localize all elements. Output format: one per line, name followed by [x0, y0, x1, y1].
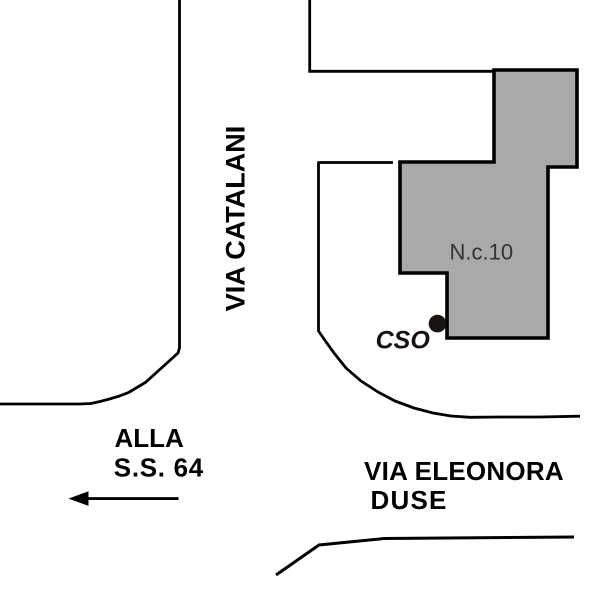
svg-text:ALLA: ALLA — [115, 423, 185, 453]
svg-text:VIA ELEONORA: VIA ELEONORA — [364, 456, 564, 486]
svg-text:CSO: CSO — [376, 327, 431, 355]
svg-text:DUSE: DUSE — [371, 485, 448, 515]
svg-text:VIA CATALANI: VIA CATALANI — [221, 126, 251, 311]
svg-text:S.S. 64: S.S. 64 — [114, 453, 204, 483]
svg-text:N.c.10: N.c.10 — [450, 240, 514, 265]
